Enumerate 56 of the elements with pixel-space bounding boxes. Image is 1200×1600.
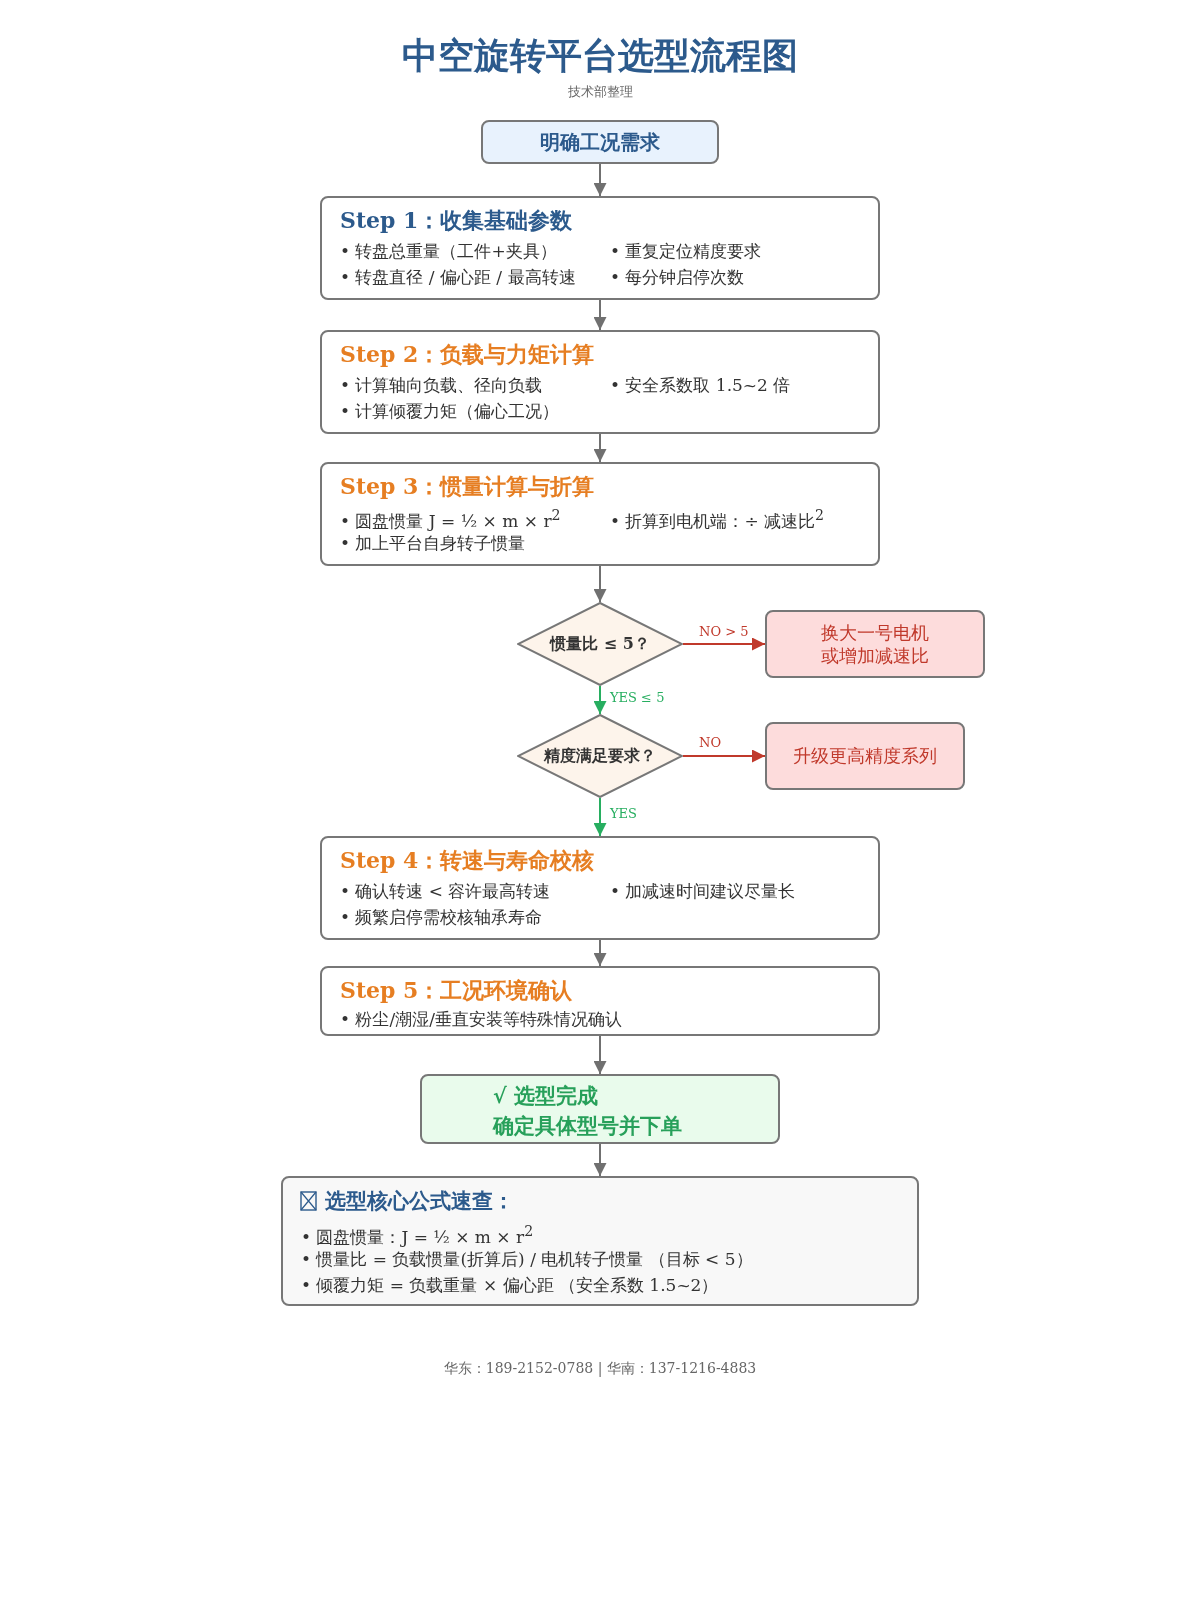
decision-diamond — [517, 602, 683, 686]
arrow — [593, 565, 607, 603]
bullet-item: • 转盘直径 / 偏心距 / 最高转速 — [340, 266, 576, 289]
arrow — [593, 685, 607, 715]
arrow — [593, 797, 607, 837]
step-heading: Step 4：转速与寿命校核 — [340, 846, 595, 875]
formula-line: • 圆盘惯量：J = ½ × m × r$^{2}$ — [301, 1222, 534, 1248]
action-box — [765, 610, 985, 678]
step-heading: Step 2：负载与力矩计算 — [340, 340, 595, 369]
result-text: √ 选型完成 — [493, 1082, 599, 1110]
bullet-item: • 圆盘惯量 J = ½ × m × r$^{2}$ — [340, 506, 561, 532]
step-box — [320, 966, 880, 1036]
arrow — [593, 163, 607, 197]
bullet-item: • 确认转速 < 容许最高转速 — [340, 880, 551, 903]
formula-box — [281, 1176, 919, 1306]
arrow — [593, 939, 607, 967]
footer-text: 华东：189-2152-0788 | 华南：137-1216-4883 — [443, 1358, 757, 1378]
bullet-item: • 计算倾覆力矩（偏心工况） — [340, 400, 560, 423]
action-text: 升级更高精度系列 — [793, 744, 937, 768]
question-text: 惯量比 ≤ 5？ — [550, 633, 650, 655]
completion-box — [420, 1074, 780, 1144]
arrow — [593, 299, 607, 331]
subtitle: 技术部整理 — [567, 83, 633, 101]
diagram-title: 中空旋转平台选型流程图 — [402, 34, 798, 78]
node-text: 明确工况需求 — [540, 129, 660, 155]
start-box — [481, 120, 719, 164]
bullet-item: • 每分钟启停次数 — [610, 266, 745, 289]
step-box — [320, 462, 880, 566]
arrow — [593, 1143, 607, 1177]
step-heading: Step 1：收集基础参数 — [340, 206, 573, 235]
decision-diamond — [517, 714, 683, 798]
step-heading: Step 5：工况环境确认 — [340, 976, 573, 1005]
arrow — [682, 637, 766, 651]
bullet-item: • 折算到电机端：÷ 减速比$^{2}$ — [610, 506, 825, 532]
action-box — [765, 722, 965, 790]
arrow — [593, 1035, 607, 1075]
step-box — [320, 330, 880, 434]
bullet-item: • 重复定位精度要求 — [610, 240, 762, 263]
formula-line: • 惯量比 = 负载惯量(折算后) / 电机转子惯量 （目标 < 5） — [301, 1248, 753, 1271]
result-text: 确定具体型号并下单 — [493, 1112, 682, 1140]
bullet-item: • 频繁启停需校核轴承寿命 — [340, 906, 543, 929]
action-text: 换大一号电机或增加减速比 — [820, 620, 930, 668]
step-heading: Step 3：惯量计算与折算 — [340, 472, 595, 501]
arrow — [682, 749, 766, 763]
step-box — [320, 196, 880, 300]
arrow — [593, 433, 607, 463]
formula-heading: 选型核心公式速查： — [325, 1187, 514, 1215]
bullet-item: • 加减速时间建议尽量长 — [610, 880, 796, 903]
bullet-item: • 粉尘/潮湿/垂直安装等特殊情况确认 — [340, 1008, 622, 1031]
bullet-item: • 转盘总重量（工件+夹具） — [340, 240, 557, 263]
bullet-item: • 计算轴向负载、径向负载 — [340, 374, 543, 397]
bullet-item: • 安全系数取 1.5~2 倍 — [610, 374, 791, 397]
formula-line: • 倾覆力矩 = 负载重量 × 偏心距 （安全系数 1.5~2） — [301, 1274, 719, 1297]
step-box — [320, 836, 880, 940]
bullet-item: • 加上平台自身转子惯量 — [340, 532, 526, 555]
question-text: 精度满足要求？ — [544, 745, 656, 767]
